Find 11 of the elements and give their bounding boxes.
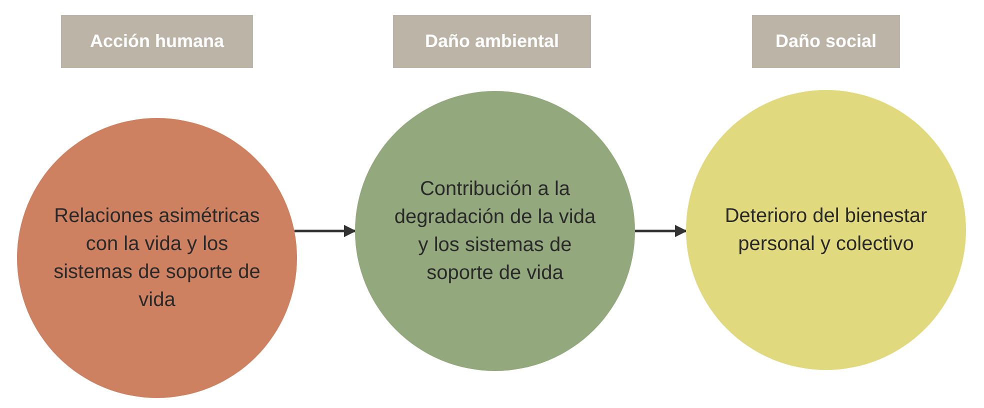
header-text: Daño social bbox=[775, 31, 877, 52]
header-text: Daño ambiental bbox=[424, 31, 560, 52]
header-text: Acción humana bbox=[90, 31, 224, 52]
arrow bbox=[294, 224, 356, 238]
header-label-box bbox=[393, 15, 591, 68]
circle-text: Contribución a la degradación de la vida y los sistemas de soporte de vida bbox=[393, 177, 597, 286]
header-label-box bbox=[752, 15, 900, 68]
circle-text: Relaciones asimétricas con la vida y los sistemas de soporte de vida bbox=[52, 204, 262, 313]
header-label-box bbox=[61, 15, 253, 68]
arrow bbox=[635, 224, 688, 238]
circle-text: Deterioro del bienestar personal y colectivo bbox=[724, 204, 928, 257]
